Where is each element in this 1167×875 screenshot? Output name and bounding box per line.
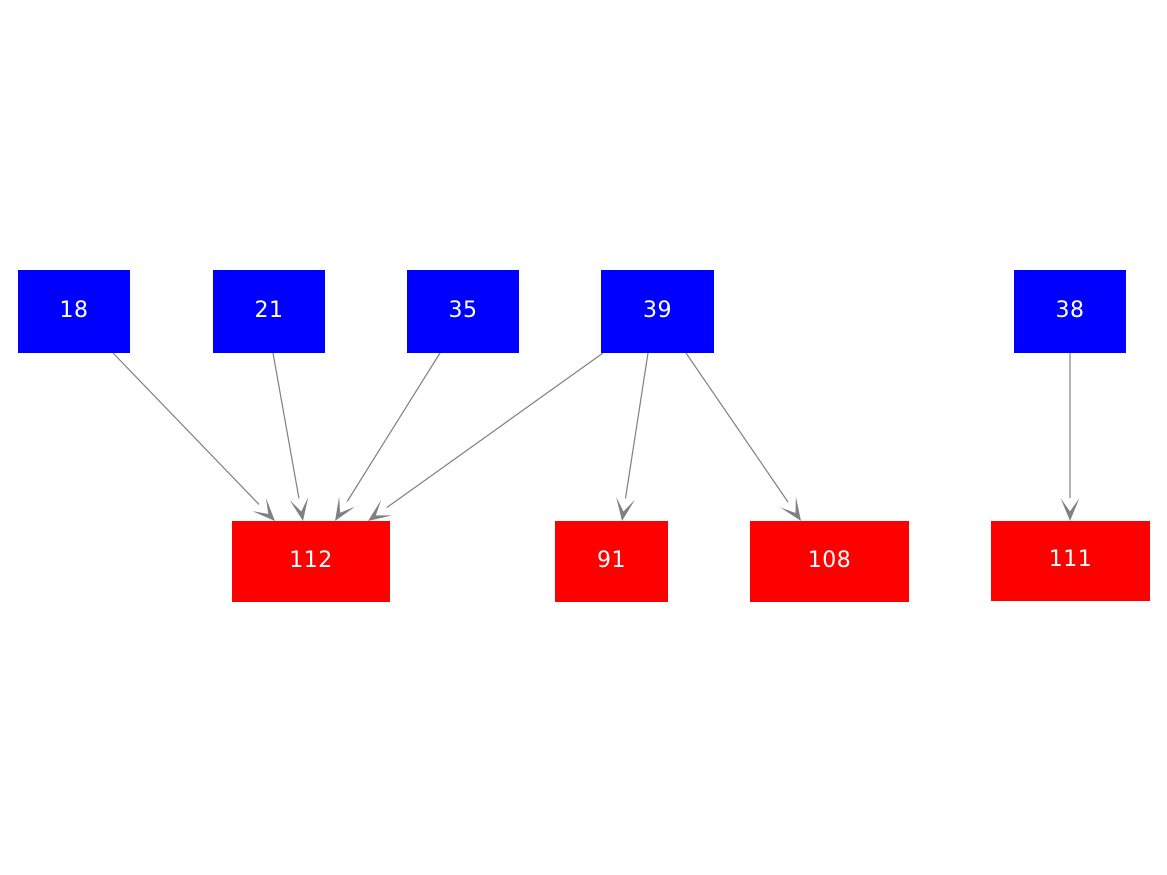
edge-line	[272, 352, 300, 499]
node-112[interactable]: 112	[232, 521, 390, 602]
node-label: 111	[1048, 547, 1093, 572]
edge-arrowhead-icon	[780, 496, 801, 521]
edge-line	[112, 352, 260, 505]
edge-arrowhead-icon	[252, 497, 275, 521]
node-38[interactable]: 38	[1014, 270, 1126, 353]
edge-line	[685, 352, 789, 503]
edge-arrowhead-icon	[616, 496, 635, 521]
edge-group	[112, 352, 1080, 521]
node-label: 39	[643, 297, 672, 323]
edge-line	[624, 352, 649, 499]
node-label: 35	[448, 297, 478, 323]
node-39[interactable]: 39	[601, 270, 714, 353]
node-91[interactable]: 91	[555, 521, 668, 602]
node-21[interactable]: 21	[213, 270, 325, 353]
node-label: 112	[289, 547, 333, 573]
edge-arrowhead-icon	[289, 496, 309, 521]
edge-line	[346, 352, 441, 502]
edge-arrowhead-icon	[1060, 498, 1080, 521]
node-18[interactable]: 18	[18, 270, 130, 353]
node-35[interactable]: 35	[407, 270, 519, 353]
edge-arrowhead-icon	[335, 496, 356, 521]
edge-arrowhead-icon	[368, 499, 393, 521]
node-108[interactable]: 108	[750, 521, 909, 602]
node-label: 18	[59, 297, 89, 323]
node-111[interactable]: 111	[991, 521, 1150, 601]
edge-line	[386, 352, 604, 509]
node-label: 91	[597, 547, 626, 573]
node-label: 38	[1055, 297, 1085, 323]
node-label: 108	[807, 547, 852, 573]
node-label: 21	[254, 297, 284, 323]
